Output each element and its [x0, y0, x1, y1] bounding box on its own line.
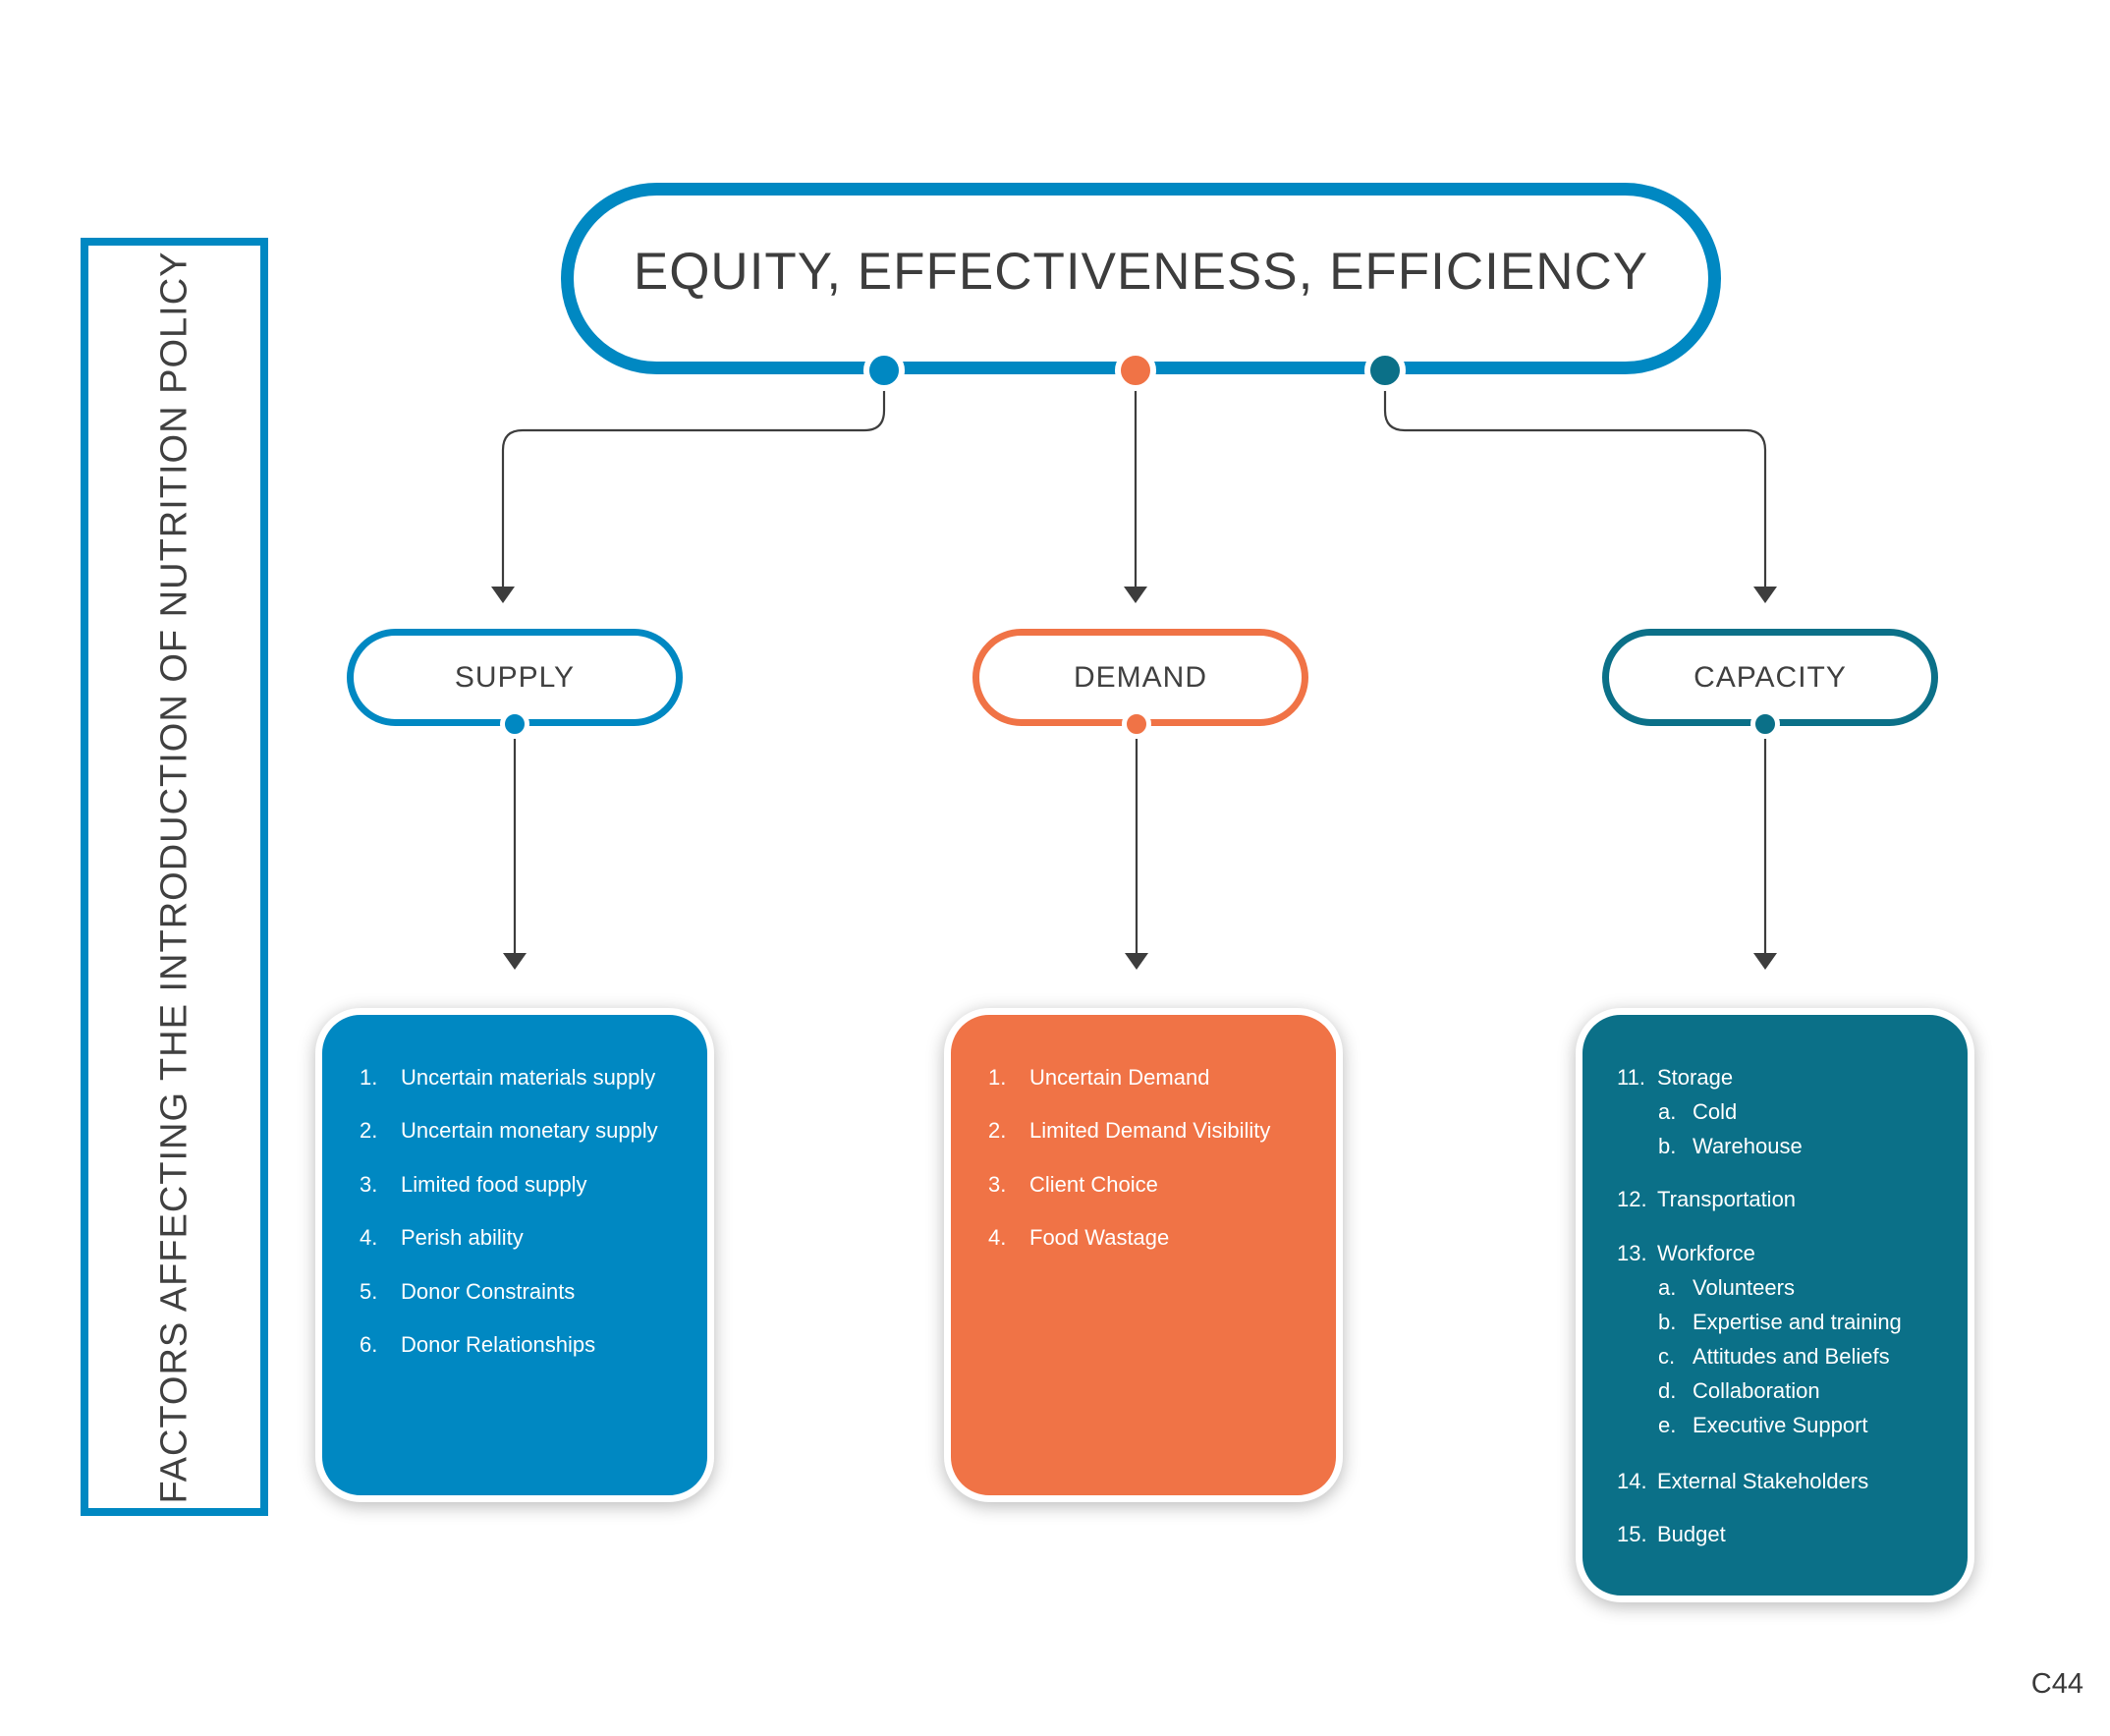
subitem-letter: c. — [1658, 1344, 1676, 1369]
item-number: 5. — [360, 1279, 378, 1304]
capacity-pill-dot — [1750, 709, 1780, 739]
subitem-letter: b. — [1658, 1310, 1677, 1334]
item-text: External Stakeholders — [1657, 1469, 1869, 1493]
item-number: 3. — [360, 1172, 378, 1197]
connector-to-supply — [501, 389, 886, 588]
subitem-text: Attitudes and Beliefs — [1693, 1344, 1890, 1369]
item-number: 1. — [360, 1065, 378, 1090]
subitem-text: Volunteers — [1693, 1275, 1795, 1300]
arrowhead-supply-box — [503, 953, 527, 970]
figure-code: C44 — [2030, 1668, 2083, 1700]
item-text: Uncertain materials supply — [401, 1065, 656, 1090]
capacity-node-dot — [1364, 350, 1406, 391]
supply-pill-dot — [500, 709, 529, 739]
top-title: EQUITY, EFFECTIVENESS, EFFICIENCY — [633, 243, 1649, 301]
subitem-letter: d. — [1658, 1378, 1677, 1403]
demand-label: DEMAND — [1073, 660, 1207, 694]
demand-node-dot — [1115, 350, 1156, 391]
subitem-text: Warehouse — [1693, 1134, 1803, 1158]
item-text: Donor Constraints — [401, 1279, 576, 1304]
item-text: Uncertain Demand — [1029, 1065, 1210, 1090]
arrowhead-demand-box — [1125, 953, 1148, 970]
side-label: FACTORS AFFECTING THE INTRODUCTION OF NU… — [153, 251, 194, 1503]
item-text: Food Wastage — [1029, 1225, 1170, 1250]
top-pill: EQUITY, EFFECTIVENESS, EFFICIENCY — [561, 183, 1721, 374]
item-number: 13. — [1617, 1241, 1647, 1265]
item-text: Donor Relationships — [401, 1332, 596, 1357]
item-number: 1. — [988, 1065, 1007, 1090]
item-text: Perish ability — [401, 1225, 524, 1250]
arrowhead-demand-top — [1124, 587, 1147, 603]
item-number: 15. — [1617, 1522, 1647, 1546]
subitem-text: Expertise and training — [1693, 1310, 1902, 1334]
subitem-letter: e. — [1658, 1413, 1677, 1437]
item-number: 2. — [360, 1118, 378, 1143]
supply-box: 1. Uncertain materials supply 2. Uncertain… — [315, 1008, 714, 1502]
item-number: 2. — [988, 1118, 1007, 1143]
item-text: Transportation — [1657, 1187, 1797, 1211]
item-number: 4. — [988, 1225, 1007, 1250]
subitem-letter: a. — [1658, 1099, 1677, 1124]
subitem-text: Cold — [1693, 1099, 1738, 1124]
item-text: Budget — [1657, 1522, 1726, 1546]
arrowhead-capacity-top — [1753, 587, 1777, 603]
connector-to-capacity — [1383, 389, 1767, 588]
side-panel: FACTORS AFFECTING THE INTRODUCTION OF NU… — [81, 238, 268, 1516]
item-number: 6. — [360, 1332, 378, 1357]
arrowhead-capacity-box — [1753, 953, 1777, 970]
item-number: 14. — [1617, 1469, 1647, 1493]
item-number: 11. — [1617, 1065, 1645, 1090]
item-text: Storage — [1657, 1065, 1734, 1090]
item-text: Uncertain monetary supply — [401, 1118, 658, 1143]
subitem-text: Collaboration — [1693, 1378, 1820, 1403]
item-text: Workforce — [1657, 1241, 1755, 1265]
supply-node-dot — [863, 350, 905, 391]
supply-label: SUPPLY — [454, 660, 576, 694]
demand-pill-dot — [1122, 709, 1151, 739]
capacity-box: 11. Storage a. Cold b. Warehouse 12. Transpo… — [1576, 1008, 1974, 1602]
item-text: Limited Demand Visibility — [1029, 1118, 1271, 1143]
arrowhead-supply-top — [491, 587, 515, 603]
subitem-letter: b. — [1658, 1134, 1677, 1158]
demand-box: 1. Uncertain Demand 2. Limited Demand Visi… — [944, 1008, 1343, 1502]
subitem-letter: a. — [1658, 1275, 1677, 1300]
item-number: 3. — [988, 1172, 1007, 1197]
item-text: Client Choice — [1029, 1172, 1158, 1197]
item-number: 12. — [1617, 1187, 1647, 1211]
item-text: Limited food supply — [401, 1172, 587, 1197]
subitem-text: Executive Support — [1693, 1413, 1868, 1437]
capacity-label: CAPACITY — [1694, 660, 1847, 694]
item-number: 4. — [360, 1225, 378, 1250]
